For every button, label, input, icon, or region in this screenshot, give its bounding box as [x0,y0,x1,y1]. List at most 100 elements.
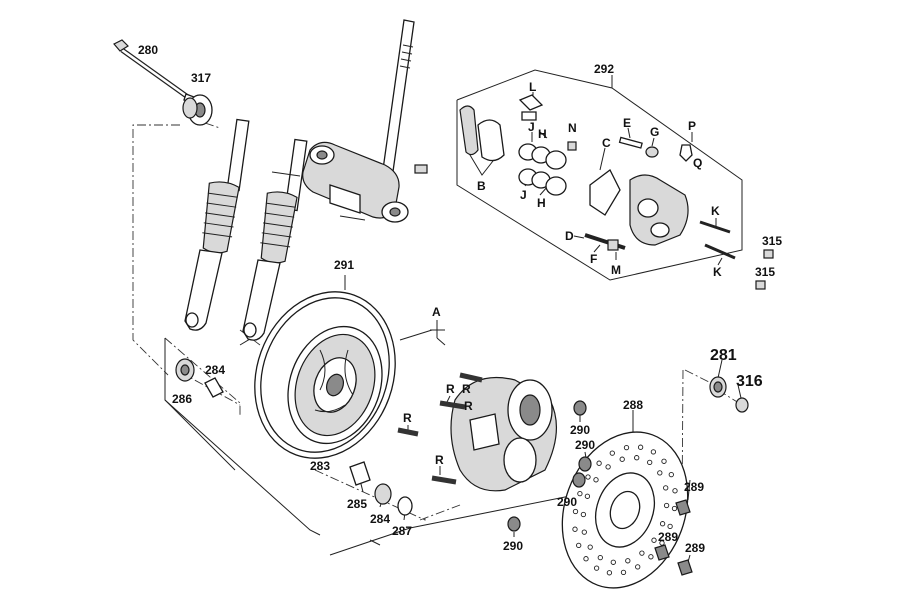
disc-vent-hole [663,485,669,491]
disc-vent-hole [650,449,657,455]
front-tire-291 [254,291,396,459]
label-P: P [688,119,696,133]
label-315-bottom: 315 [755,265,775,279]
disc-vent-hole [597,554,603,561]
label-281: 281 [710,347,737,364]
label-M: M [611,263,621,277]
disc-vent-hole [585,474,591,480]
disc-vent-hole [576,542,582,549]
disc-vent-hole [637,444,644,450]
disc-vent-hole [625,558,631,564]
label-292: 292 [594,62,614,76]
disc-vent-hole [659,521,666,527]
wheel-spacers [175,358,413,516]
disc-vent-hole [668,471,674,478]
disc-vent-hole [593,565,600,571]
label-290-d: 290 [503,539,523,553]
label-284-bottom: 284 [370,512,390,526]
disc-vent-hole [620,569,627,576]
disc-vent-hole [572,508,579,515]
hub-studs-R [397,372,483,485]
steering-stem [271,19,428,223]
label-F: F [590,252,597,266]
speedometer-gear-317 [182,94,213,126]
label-289-a: 289 [684,480,704,494]
label-R-1: R [446,382,455,396]
axle-spacer-281-nut-316 [709,376,749,413]
label-J-bottom: J [520,188,527,202]
disc-vent-hole [647,459,653,466]
label-L: L [529,80,536,94]
disc-vent-hole [661,458,667,464]
brake-caliper-kit [459,94,774,290]
label-290-b: 290 [575,438,595,452]
label-K-top: K [711,204,720,218]
label-286: 286 [172,392,192,406]
disc-vent-hole [651,537,657,543]
disc-vent-hole [619,456,625,462]
disc-vent-hole [580,511,587,518]
label-R-3: R [464,399,473,413]
part-labels: 280 317 292 L N E G P H J C Q B J H K D … [138,43,782,555]
disc-vent-hole [584,493,591,499]
label-280: 280 [138,43,158,57]
label-283: 283 [310,459,330,473]
label-D: D [565,229,574,243]
label-A: A [432,305,441,319]
disc-vent-hole [605,464,611,470]
disc-vent-hole [583,556,589,562]
disc-vent-hole [606,570,613,576]
label-H-bottom: H [537,196,546,210]
disc-vent-hole [672,488,678,494]
disc-vent-hole [659,540,665,546]
label-K-bottom: K [713,265,722,279]
label-J-top: J [528,120,535,134]
label-290-c: 290 [557,495,577,509]
hub-nuts-290 [507,400,592,532]
disc-vent-hole [581,529,587,535]
disc-vent-hole [577,490,583,497]
disc-vent-hole [623,444,630,451]
label-289-b: 289 [658,530,678,544]
disc-vent-hole [663,502,670,509]
label-G: G [650,125,659,139]
disc-vent-hole [667,523,673,530]
label-R-5: R [435,453,444,467]
label-289-c: 289 [685,541,705,555]
disc-vent-hole [587,544,593,550]
label-H-top: H [538,127,547,141]
label-291: 291 [334,258,354,272]
wheel-hub-A [450,376,558,492]
disc-vent-hole [572,526,578,532]
label-E: E [623,116,631,130]
label-290-a: 290 [570,423,590,437]
label-C: C [602,136,611,150]
label-316: 316 [736,373,763,390]
label-B: B [477,179,486,193]
label-287: 287 [392,524,412,538]
label-315-top: 315 [762,234,782,248]
disc-vent-hole [634,455,640,461]
disc-vent-hole [671,505,678,512]
disc-vent-hole [609,450,615,456]
label-N: N [568,121,577,135]
label-284-left: 284 [205,363,225,377]
disc-bolts-289 [654,499,693,576]
label-317: 317 [191,71,211,85]
disc-vent-hole [639,550,645,556]
label-R-4: R [403,411,412,425]
label-285: 285 [347,497,367,511]
front-fork-left [184,118,250,331]
label-R-2: R [462,382,471,396]
disc-vent-hole [596,460,602,466]
disc-vent-hole [648,554,654,560]
label-Q: Q [693,156,702,170]
disc-vent-hole [635,564,641,570]
disc-vent-holes [572,444,678,576]
label-288: 288 [623,398,643,412]
disc-vent-hole [610,559,616,565]
disc-vent-hole [657,470,663,476]
disc-vent-hole [593,477,599,483]
